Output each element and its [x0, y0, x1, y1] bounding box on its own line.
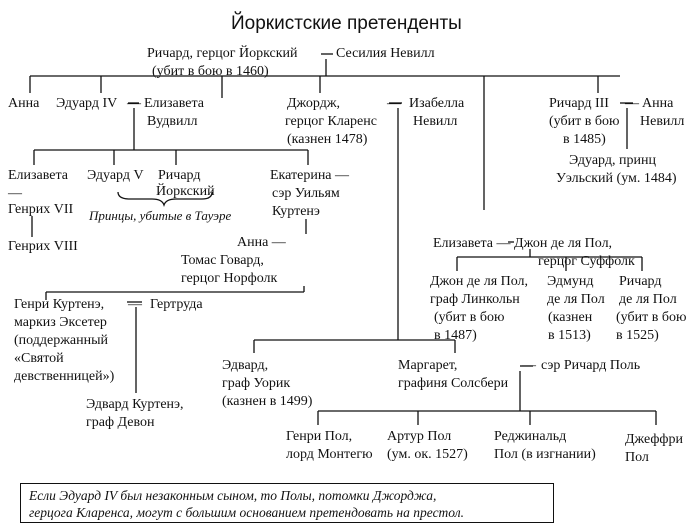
marriage-dash: —: [522, 358, 536, 373]
person-george-2: герцог Кларенс: [285, 114, 377, 129]
person-henry-pole-1: Генри Пол,: [286, 429, 353, 444]
person-edward-v: Эдуард V: [87, 168, 144, 183]
footnote-line-1: Если Эдуард IV был незаконным сыном, то …: [29, 488, 437, 503]
person-arthur-pole-1: Артур Пол: [387, 429, 452, 444]
person-elizabeth-woodville-2: Вудвилл: [147, 114, 198, 129]
person-george-3: (казнен 1478): [287, 132, 368, 147]
person-anne-howard-2: Томас Говард,: [181, 253, 264, 268]
person-catherine-3: Куртенэ: [272, 204, 320, 219]
person-richard-prince-1: Ричард: [158, 168, 201, 183]
person-henry-courtenay-4: «Святой: [14, 351, 64, 366]
person-arthur-pole-2: (ум. ок. 1527): [387, 447, 468, 462]
person-henry-courtenay-1: Генри Куртенэ,: [14, 297, 105, 312]
person-anne-howard-3: герцог Норфолк: [181, 271, 278, 286]
person-john-lincoln-2: граф Линкольн: [430, 292, 520, 307]
person-john-lincoln-1: Джон де ля Пол,: [430, 274, 529, 289]
person-anna-neville-2: Невилл: [640, 114, 685, 129]
person-richard-prince-2: Йоркский: [156, 184, 215, 199]
princes-note: Принцы, убитые в Тауэре: [89, 208, 232, 223]
person-elizabeth-york: Елизавета: [8, 168, 69, 183]
person-edmund-1: Эдмунд: [547, 274, 594, 289]
person-richard-de-la-pole-2: де ля Пол: [619, 292, 677, 307]
person-edward-courtenay-2: граф Девон: [86, 415, 155, 430]
marriage-dash: —: [625, 96, 639, 111]
marriage-dash: —: [387, 96, 401, 111]
person-edmund-4: в 1513): [548, 328, 591, 343]
person-elizabeth-woodville-1: Елизавета: [144, 96, 205, 111]
diagram-title: Йоркистские претенденты: [231, 13, 462, 34]
person-isabella-2: Невилл: [413, 114, 458, 129]
person-richard-de-la-pole-3: (убит в бою: [616, 310, 687, 325]
person-edward-wales-2: Уэльский (ум. 1484): [556, 171, 677, 186]
person-edward-warwick-2: граф Уорик: [222, 376, 291, 391]
person-richard-iii-3: в 1485): [563, 132, 606, 147]
person-isabella-1: Изабелла: [409, 96, 465, 111]
person-henry-courtenay-5: девственницей»): [14, 369, 115, 384]
marriage-dash: —: [127, 96, 141, 111]
person-margaret-1: Маргарет,: [398, 358, 458, 373]
person-richard-pole: сэр Ричард Поль: [541, 358, 641, 373]
person-anna-neville-1: Анна: [642, 96, 674, 111]
person-henry-vii: Генрих VII: [8, 202, 74, 217]
person-richard-iii-1: Ричард III: [549, 96, 609, 111]
person-geoffrey-pole-2: Пол: [625, 450, 649, 465]
person-henry-courtenay-2: маркиз Эксетер: [14, 315, 107, 330]
person-richard-iii-2: (убит в бою: [549, 114, 620, 129]
person-henry-viii: Генрих VIII: [8, 239, 78, 254]
person-henry-pole-2: лорд Монтегю: [286, 447, 373, 462]
person-john-lincoln-4: в 1487): [434, 328, 477, 343]
person-edward-iv: Эдуард IV: [56, 96, 118, 111]
person-anna: Анна: [8, 96, 40, 111]
marriage-dash: —: [128, 297, 142, 312]
person-catherine-1: Екатерина —: [270, 168, 350, 183]
person-george-1: Джордж,: [287, 96, 340, 111]
person-john-lincoln-3: (убит в бою: [434, 310, 505, 325]
person-catherine-2: сэр Уильям: [272, 186, 340, 201]
person-henry-courtenay-3: (поддержанный: [14, 333, 108, 348]
person-cecily: Сесилия Невилл: [336, 46, 435, 61]
person-reginald-pole-1: Реджинальд: [494, 429, 567, 444]
person-richard-york-name: Ричард, герцог Йоркский: [147, 46, 298, 61]
person-richard-de-la-pole-1: Ричард: [619, 274, 662, 289]
person-margaret-2: графиня Солсбери: [398, 376, 509, 391]
person-gertrude: Гертруда: [150, 297, 203, 312]
person-reginald-pole-2: Пол (в изгнании): [494, 447, 596, 462]
person-edmund-3: (казнен: [548, 310, 593, 325]
person-richard-de-la-pole-4: в 1525): [616, 328, 659, 343]
person-edward-courtenay-1: Эдвард Куртенэ,: [86, 397, 184, 412]
person-elizabeth-suffolk: Елизавета — Джон де ля Пол,: [433, 236, 613, 251]
person-suffolk-title: герцог Суффолк: [538, 254, 635, 269]
person-richard-york-note: (убит в бою в 1460): [152, 64, 269, 79]
person-anne-howard-1: Анна —: [237, 235, 286, 250]
person-geoffrey-pole-1: Джеффри: [625, 432, 683, 447]
marriage-dash: —: [8, 186, 22, 201]
person-edward-wales-1: Эдуард, принц: [569, 153, 656, 168]
footnote-box: Если Эдуард IV был незаконным сыном, то …: [20, 483, 554, 523]
person-edward-warwick-1: Эдвард,: [222, 358, 269, 373]
person-edward-warwick-3: (казнен в 1499): [222, 394, 313, 409]
footnote-line-2: герцога Кларенса, могут с большим основа…: [29, 505, 464, 520]
person-edmund-2: де ля Пол: [547, 292, 605, 307]
